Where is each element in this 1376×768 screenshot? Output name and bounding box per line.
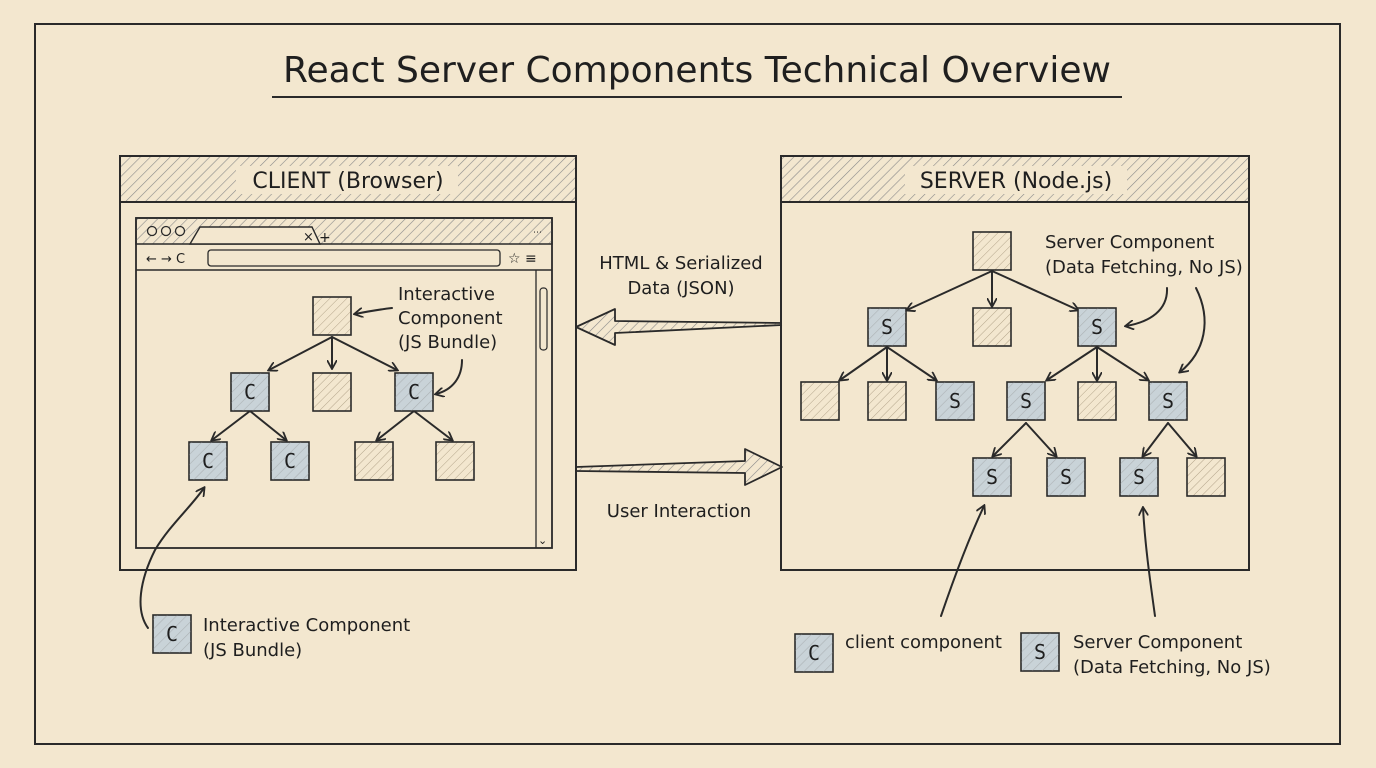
legend-client-line-1: Interactive Component	[203, 615, 410, 636]
server-tree-node	[972, 231, 1012, 271]
legend-server: S Server Component (Data Fetching, No JS…	[1020, 508, 1271, 678]
page-title: React Server Components Technical Overvi…	[283, 50, 1111, 91]
window-controls-icon: ⋯	[533, 228, 542, 238]
new-tab-icon[interactable]: +	[319, 230, 331, 246]
browser-window: × + ⋯ ← → C ☆ ≡ ⌄	[135, 217, 553, 549]
legend-server-line-1: Server Component	[1073, 632, 1242, 653]
svg-text:S: S	[986, 465, 998, 489]
server-tree-node	[972, 307, 1012, 347]
window-dot-icon	[160, 225, 172, 237]
server-tree-node	[1186, 457, 1226, 497]
response-label-line-1: HTML & Serialized	[599, 253, 762, 274]
svg-text:C: C	[244, 380, 256, 404]
client-callout-line-2: Component	[398, 308, 503, 329]
request-arrow: User Interaction	[575, 448, 783, 522]
browser-tab[interactable]	[188, 226, 322, 245]
legend-client-arrow	[139, 488, 204, 629]
server-callout-arrow	[1126, 287, 1169, 326]
client-panel: CLIENT (Browser) × + ⋯ ← → C ☆ ≡ ⌄	[119, 155, 577, 571]
svg-text:S: S	[949, 389, 961, 413]
window-dot-icon	[174, 225, 186, 237]
svg-text:S: S	[1091, 315, 1103, 339]
server-tree-node	[1077, 381, 1117, 421]
server-tree-node: S	[1077, 307, 1117, 347]
window-dot-icon	[146, 225, 158, 237]
server-callout-arrow	[1180, 287, 1206, 372]
client-callout-line-1: Interactive	[398, 284, 495, 305]
scroll-down-icon[interactable]: ⌄	[538, 534, 547, 547]
legend-client-small-text: client component	[845, 632, 1002, 653]
tab-close-icon[interactable]: ×	[303, 230, 314, 245]
server-tree-node	[867, 381, 907, 421]
legend-client-small-arrow	[940, 506, 984, 617]
client-tree-edges	[212, 336, 452, 440]
server-tree-node: S	[1006, 381, 1046, 421]
svg-text:S: S	[881, 315, 893, 339]
client-tree-node	[312, 296, 352, 336]
legend-client: C Interactive Component (JS Bundle)	[139, 488, 410, 661]
legend-server-arrow	[1143, 508, 1156, 617]
server-tree-node: S	[1148, 381, 1188, 421]
response-arrow: HTML & Serialized Data (JSON)	[575, 253, 783, 346]
server-tree-node: S	[867, 307, 907, 347]
svg-text:C: C	[284, 449, 296, 473]
address-bar[interactable]	[207, 249, 501, 267]
client-callout-arrow	[355, 307, 393, 314]
response-label-line-2: Data (JSON)	[627, 278, 734, 299]
nav-buttons-icon[interactable]: ← → C	[146, 252, 185, 267]
server-panel-title: SERVER (Node.js)	[920, 169, 1112, 194]
svg-text:S: S	[1020, 389, 1032, 413]
client-tree-node	[354, 441, 394, 481]
client-callout-line-3: (JS Bundle)	[398, 332, 497, 353]
svg-text:S: S	[1162, 389, 1174, 413]
svg-text:S: S	[1060, 465, 1072, 489]
server-tree-node	[800, 381, 840, 421]
server-tree-edges	[840, 270, 1196, 456]
client-tree-node: C	[270, 441, 310, 481]
client-tree-node: C	[230, 372, 270, 412]
client-panel-title: CLIENT (Browser)	[252, 169, 443, 194]
server-tree-node: S	[972, 457, 1012, 497]
legend-client-line-2: (JS Bundle)	[203, 640, 302, 661]
server-tree-node: S	[1046, 457, 1086, 497]
legend-server-letter: S	[1034, 640, 1046, 664]
svg-text:S: S	[1133, 465, 1145, 489]
server-tree-node: S	[1119, 457, 1159, 497]
server-callout-line-2: (Data Fetching, No JS)	[1045, 257, 1243, 278]
server-tree-node: S	[935, 381, 975, 421]
client-callout-arrow	[436, 359, 463, 394]
svg-text:C: C	[408, 380, 420, 404]
client-tree-node	[435, 441, 475, 481]
legend-client-small-letter: C	[808, 641, 820, 665]
legend-server-line-2: (Data Fetching, No JS)	[1073, 657, 1271, 678]
request-label: User Interaction	[607, 501, 751, 522]
scrollbar-thumb[interactable]	[539, 287, 548, 351]
svg-text:C: C	[202, 449, 214, 473]
client-tree-node: C	[394, 372, 434, 412]
legend-client-small: C client component	[794, 506, 1002, 673]
client-tree-node: C	[188, 441, 228, 481]
outer-frame	[34, 23, 1341, 745]
server-panel: SERVER (Node.js) S	[780, 155, 1250, 571]
server-callout-line-1: Server Component	[1045, 232, 1214, 253]
legend-client-letter: C	[166, 622, 178, 646]
browser-tools-icon[interactable]: ☆ ≡	[508, 251, 537, 267]
client-tree-node	[312, 372, 352, 412]
